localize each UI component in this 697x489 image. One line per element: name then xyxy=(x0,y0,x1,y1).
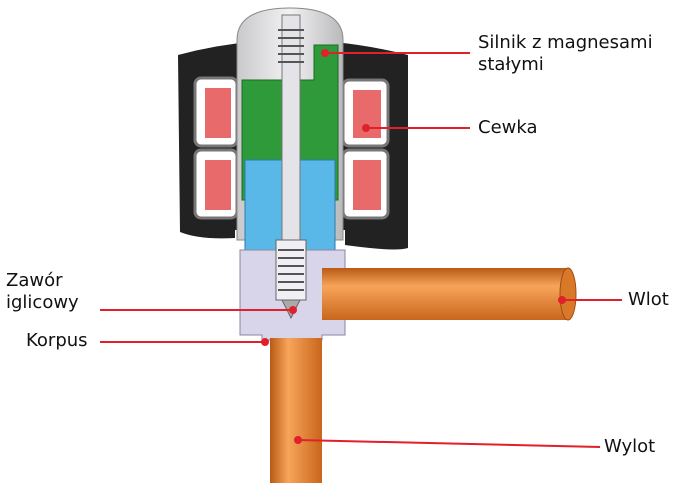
inlet-pipe xyxy=(322,268,570,320)
label-inlet: Wlot xyxy=(628,289,669,310)
label-motor-line2: stałymi xyxy=(478,54,544,75)
label-body: Korpus xyxy=(26,330,88,351)
label-needle-line2: iglicowy xyxy=(6,292,79,313)
outlet-pipe xyxy=(270,338,322,483)
label-needle-valve: Zawór iglicowy xyxy=(6,270,79,314)
label-outlet: Wylot xyxy=(604,436,656,457)
label-needle-line1: Zawór xyxy=(6,270,63,291)
label-coil: Cewka xyxy=(478,117,538,138)
label-motor: Silnik z magnesami stałymi xyxy=(478,32,653,76)
label-motor-line1: Silnik z magnesami xyxy=(478,32,653,53)
leader-lines xyxy=(100,49,622,448)
